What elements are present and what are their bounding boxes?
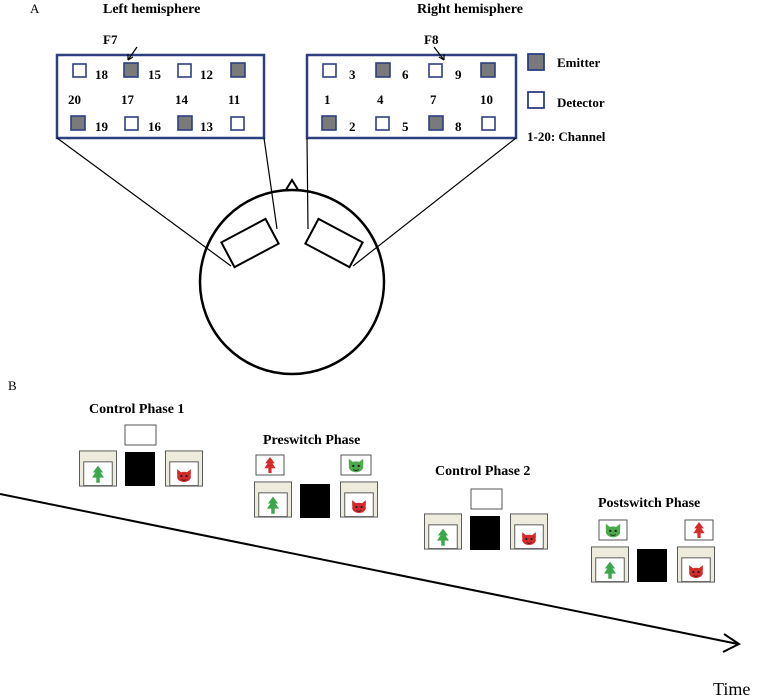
phase-title: Preswitch Phase <box>263 433 361 448</box>
right-probe-frame <box>305 53 518 140</box>
right-hemisphere-title: Right hemisphere <box>417 2 523 17</box>
legend-detector-label: Detector <box>557 95 605 110</box>
left-hemisphere-title: Left hemisphere <box>103 2 201 17</box>
channel-number: 20 <box>68 92 81 107</box>
channel-number: 9 <box>455 67 462 82</box>
channel-number: 2 <box>349 119 356 134</box>
channel-number: 1 <box>324 92 331 107</box>
right-optodes <box>321 62 496 131</box>
control-phase-1-stimuli <box>79 424 202 486</box>
f7-arrow <box>127 46 138 61</box>
legend-detector-swatch <box>527 91 545 109</box>
channel-number: 15 <box>148 67 161 82</box>
time-arrow <box>0 493 741 653</box>
channel-number: 18 <box>95 67 108 82</box>
panel-b-letter: B <box>8 378 17 393</box>
time-axis-label: Time <box>713 679 751 699</box>
channel-number: 10 <box>480 92 493 107</box>
legend-emitter-label: Emitter <box>557 55 601 70</box>
head-diagram <box>198 178 386 376</box>
channel-number: 16 <box>148 119 161 134</box>
channel-number: 17 <box>121 92 134 107</box>
f8-label: F8 <box>424 32 439 47</box>
channel-number: 19 <box>95 119 108 134</box>
phase-title: Control Phase 2 <box>435 464 531 479</box>
channel-number: 11 <box>228 92 241 107</box>
left-probe-frame <box>55 53 266 140</box>
f8-arrow <box>433 46 445 61</box>
channel-number: 12 <box>200 67 213 82</box>
channel-number: 3 <box>349 67 356 82</box>
channel-number: 5 <box>402 119 409 134</box>
phase-title: Postswitch Phase <box>598 496 701 511</box>
phase-title: Control Phase 1 <box>89 402 185 417</box>
control-phase-2-stimuli <box>424 488 547 550</box>
panel-a-letter: A <box>30 1 40 16</box>
f7-label: F7 <box>103 32 118 47</box>
legend-channel-label: 1-20: Channel <box>527 129 606 144</box>
channel-number: 6 <box>402 67 409 82</box>
postswitch-phase-stimuli <box>591 519 714 582</box>
preswitch-phase-stimuli <box>254 454 377 518</box>
channel-number: 4 <box>377 92 384 107</box>
channel-number: 7 <box>430 92 437 107</box>
channel-number: 8 <box>455 119 462 134</box>
channel-number: 14 <box>175 92 188 107</box>
left-optodes <box>70 62 246 131</box>
channel-number: 13 <box>200 119 213 134</box>
projection-lines <box>56 137 517 267</box>
legend-emitter-swatch <box>527 53 545 71</box>
